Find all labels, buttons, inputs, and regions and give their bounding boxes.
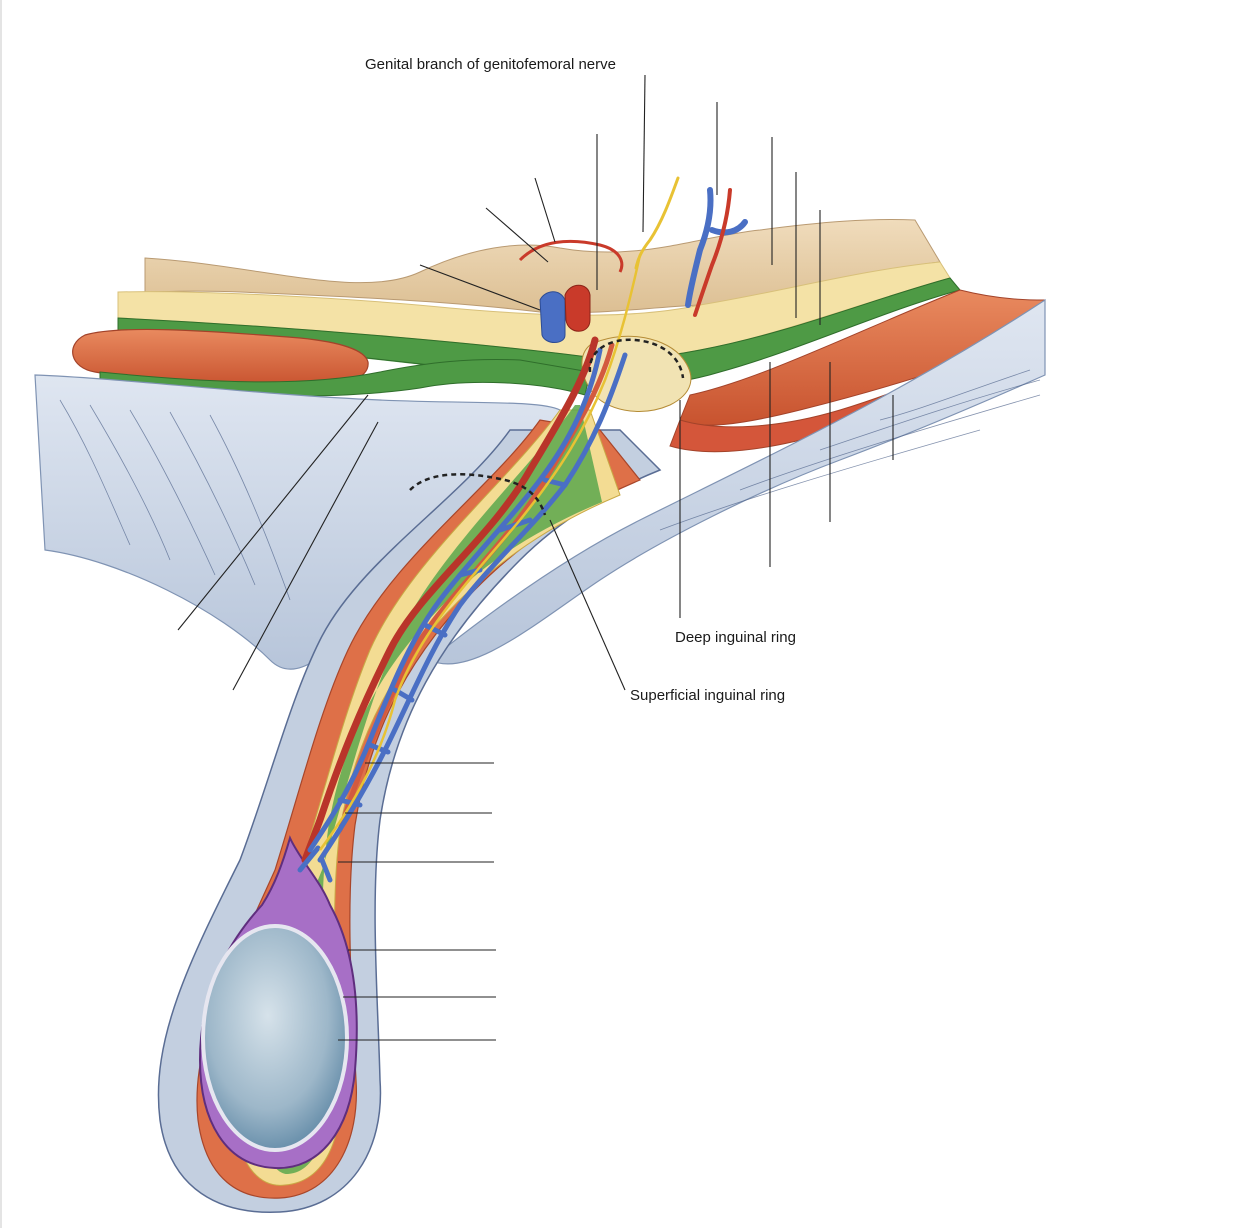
aponeurosis-fibers <box>59 369 1041 601</box>
leader-superficial-ring <box>549 519 626 691</box>
label-genital-branch: Genital branch of genitofemoral nerve <box>365 56 616 73</box>
upper-testicular-vein <box>685 187 748 308</box>
pampiniform-plexus <box>297 347 628 883</box>
leader-genital-branch <box>642 74 646 233</box>
vas-deferens <box>337 342 615 833</box>
label-superficial-inguinal-ring: Superficial inguinal ring <box>630 687 785 704</box>
testicular-artery <box>301 336 599 864</box>
leader-left-2 <box>232 421 379 691</box>
leader-diag-3 <box>419 264 541 311</box>
skin-layer <box>144 218 941 314</box>
testis <box>201 924 349 1152</box>
leader-diag-2 <box>485 207 549 263</box>
aponeurosis-sheet-right <box>428 298 1046 665</box>
upper-genital-nerve <box>634 176 680 270</box>
external-iliac-vein <box>539 291 566 343</box>
genital-nerve-in-cord <box>318 254 642 851</box>
label-deep-inguinal-ring: Deep inguinal ring <box>675 629 796 646</box>
leader-left-1 <box>177 394 369 631</box>
external-iliac-artery <box>564 284 591 332</box>
leader-lines <box>177 74 894 1041</box>
page-border <box>0 0 2 1228</box>
leader-diag-1 <box>534 177 556 243</box>
deep-ring-dashed <box>588 338 685 379</box>
inferior-epigastric-artery <box>518 239 624 273</box>
upper-testicular-artery <box>693 188 732 317</box>
superficial-ring-dashed <box>409 473 547 516</box>
